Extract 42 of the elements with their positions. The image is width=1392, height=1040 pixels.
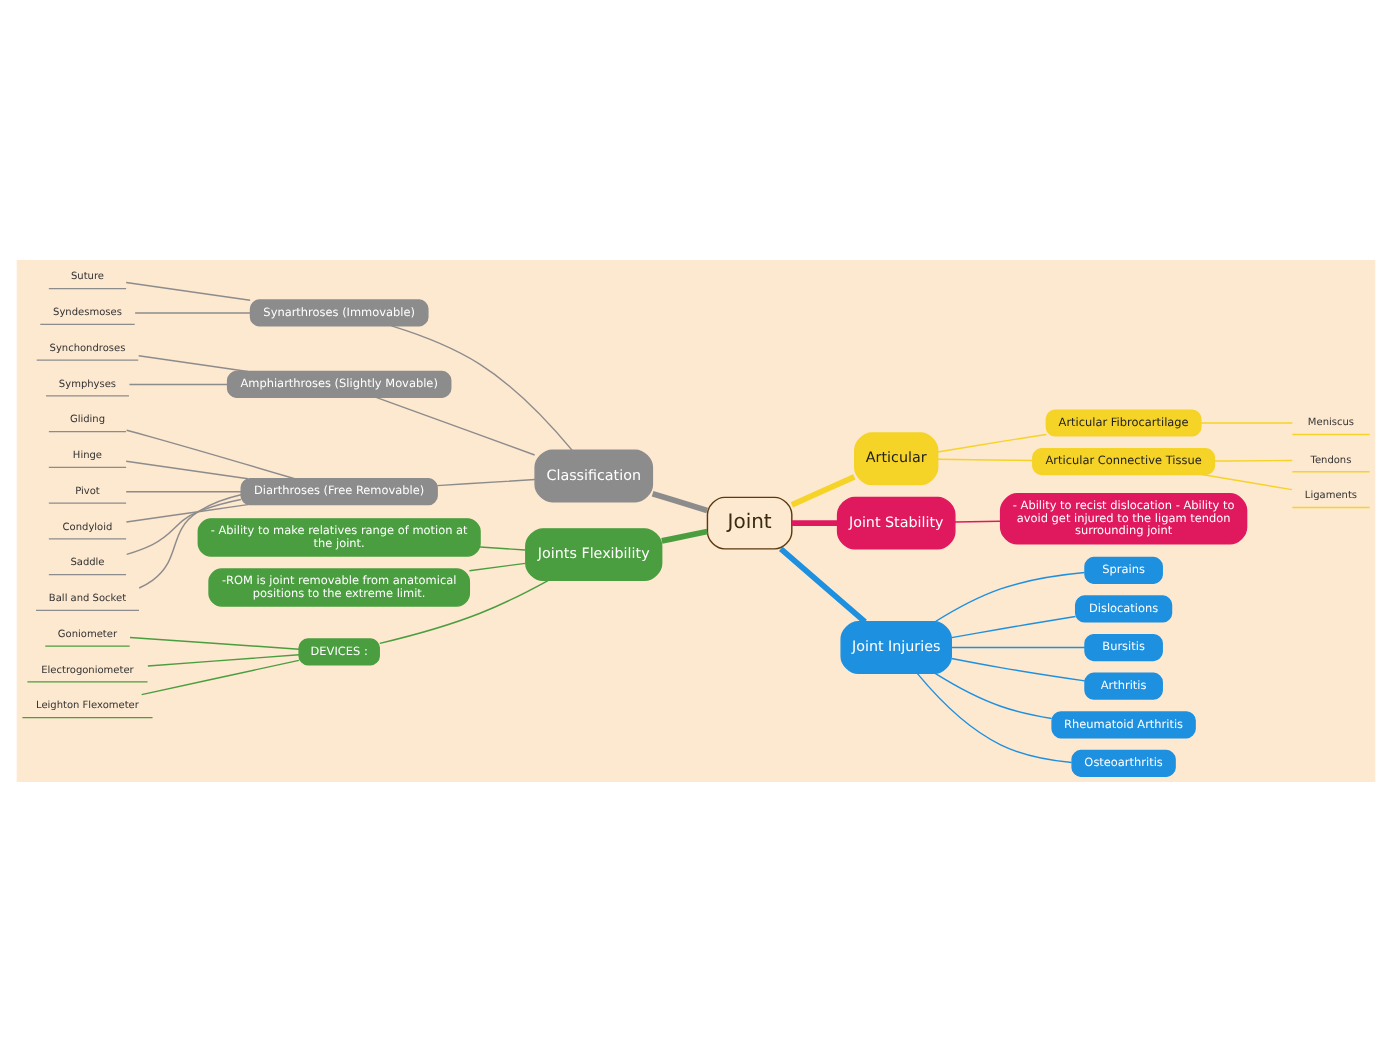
connector — [379, 578, 549, 644]
connector — [950, 656, 1086, 681]
connector — [375, 395, 536, 455]
node-box: Joint — [706, 495, 793, 549]
connector — [1201, 472, 1293, 490]
node-box: Joints Flexibility — [525, 527, 663, 581]
connector — [125, 428, 296, 479]
connector — [791, 519, 838, 525]
connector — [950, 645, 1086, 648]
node-box: Joint Injuries — [840, 620, 952, 674]
connector — [661, 527, 708, 543]
connector — [1214, 458, 1293, 461]
connector — [436, 477, 536, 486]
connector — [147, 653, 300, 666]
connector — [125, 489, 242, 492]
connector — [468, 561, 527, 571]
connector — [950, 614, 1077, 638]
connector — [137, 354, 249, 372]
connector — [125, 502, 249, 522]
connector — [790, 473, 856, 507]
connector — [934, 671, 1053, 719]
node-box: Articular — [854, 431, 939, 485]
connector — [129, 635, 300, 649]
connector — [651, 489, 709, 513]
connector — [479, 545, 526, 550]
connector — [916, 671, 1073, 763]
connector — [937, 457, 1034, 461]
connector — [140, 658, 300, 695]
connector — [937, 432, 1047, 452]
connector — [1200, 421, 1293, 423]
connector — [134, 311, 252, 313]
connector — [128, 382, 229, 385]
connector — [778, 545, 867, 623]
connector — [125, 459, 249, 479]
connector — [126, 497, 242, 555]
connector — [934, 570, 1086, 622]
node-box: Joint Stability — [836, 495, 956, 549]
connector — [138, 493, 242, 588]
connector — [954, 519, 1001, 522]
connector — [390, 324, 573, 450]
connector — [125, 280, 251, 301]
node-box: Classification — [534, 448, 654, 502]
